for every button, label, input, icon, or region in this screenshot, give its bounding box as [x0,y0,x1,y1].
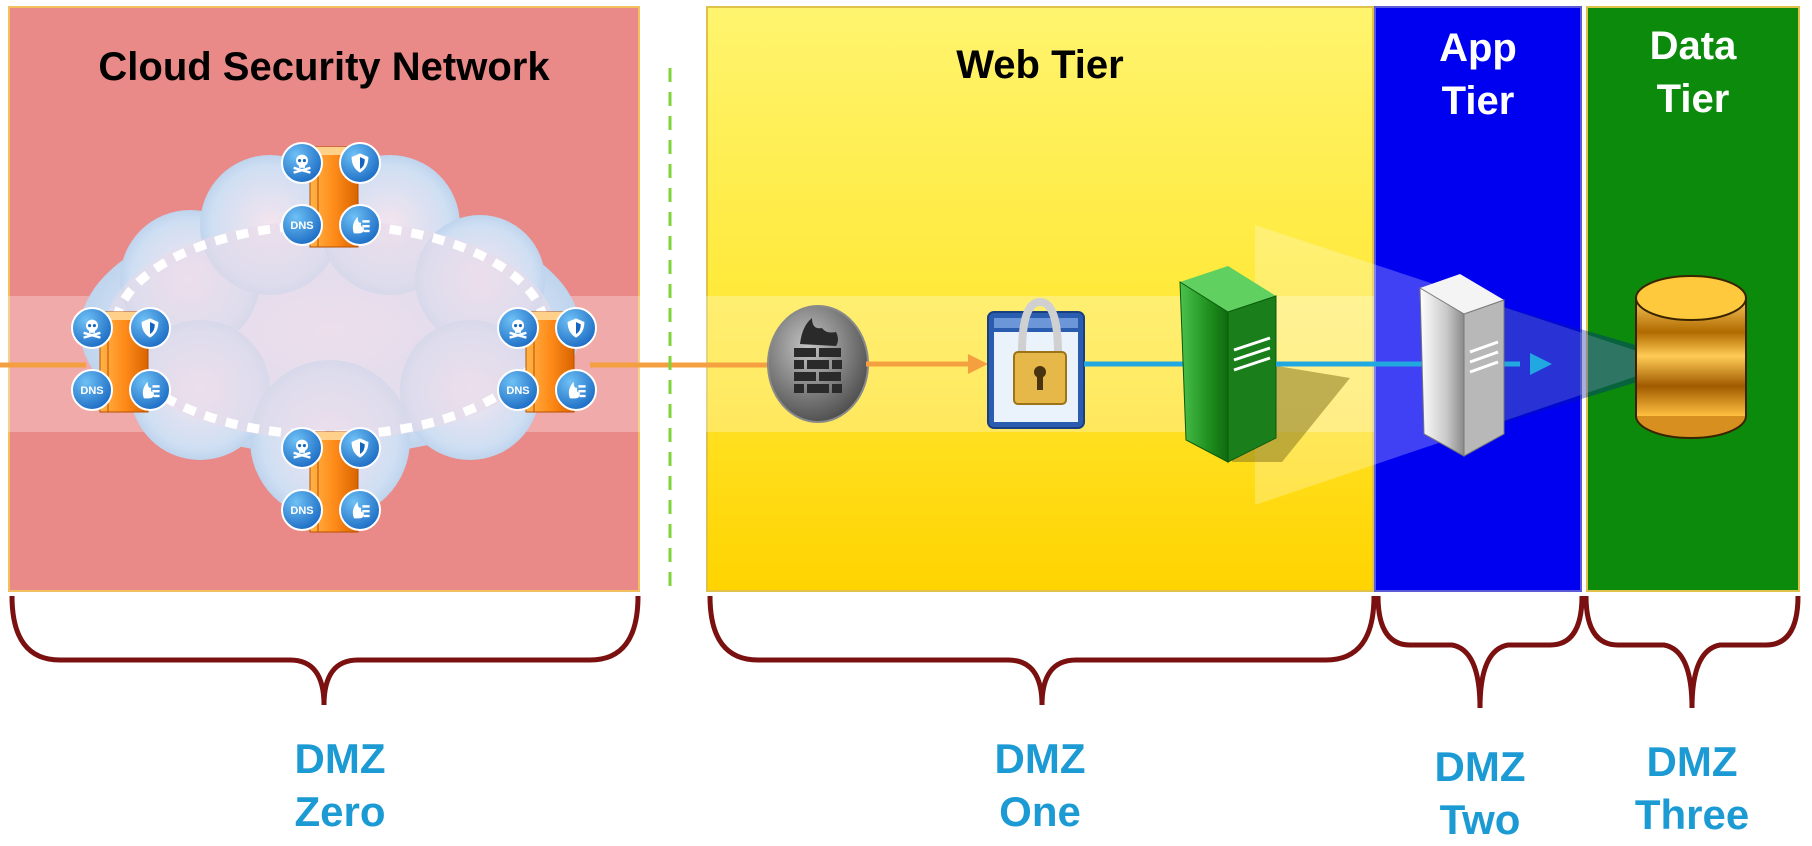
dmz-zero-label: DMZ Zero [200,732,480,838]
cloud-security-network-title: Cloud Security Network [98,45,550,89]
brace-dmz-three [1583,595,1801,709]
brace-dmz-one [707,595,1377,706]
projection-shadow [1480,300,1660,430]
app-tier-title-line1: App [1439,26,1517,70]
data-tier-title-line2: Tier [1656,77,1730,121]
web-tier-title: Web Tier [956,43,1124,87]
arrow-icon [968,354,988,374]
dmz-two-label: DMZ Two [1340,740,1620,846]
app-tier-title: App Tier [1374,22,1582,128]
data-tier-title: Data Tier [1586,20,1800,126]
brace-dmz-zero [9,595,641,706]
arrow-icon [1530,353,1552,375]
dmz-two-line1: DMZ [1434,743,1526,790]
app-tier-title-line2: Tier [1441,79,1515,123]
dmz-braces [9,595,1801,709]
secure-browser-lock-icon [987,297,1085,429]
dmz-one-line1: DMZ [994,735,1086,782]
web-server-icon [1179,266,1350,463]
app-server-icon [1419,274,1505,457]
dmz-one-line2: One [999,788,1081,835]
dmz-three-line2: Three [1634,791,1750,838]
dmz-three-line1: DMZ [1646,738,1738,785]
firewall-icon [767,305,869,423]
data-tier-title-line1: Data [1649,24,1737,68]
dmz-zero-line2: Zero [294,788,386,835]
dmz-two-line2: Two [1439,796,1521,843]
dmz-three-label: DMZ Three [1552,735,1812,841]
brace-dmz-two [1375,595,1585,709]
dmz-zero-line1: DMZ [294,735,386,782]
database-icon [1635,275,1747,439]
dmz-one-label: DMZ One [900,732,1180,838]
